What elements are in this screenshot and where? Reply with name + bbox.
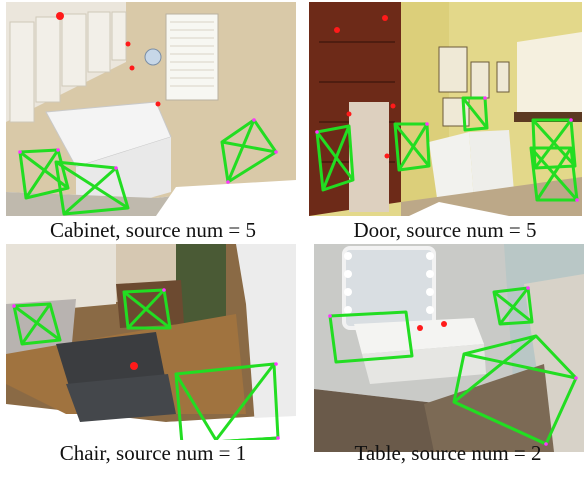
caption-cabinet: Cabinet, source num = 5 <box>49 218 257 242</box>
door-scene <box>309 2 582 216</box>
scene-image-door <box>309 2 582 216</box>
caption-table: Table, source num = 2 <box>354 441 542 465</box>
table-scene <box>314 244 584 452</box>
scene-image-table <box>314 244 584 452</box>
caption-door: Door, source num = 5 <box>353 218 537 242</box>
scene-image-cabinet <box>6 2 296 216</box>
cabinet-scene <box>6 2 296 216</box>
chair-scene <box>6 244 296 440</box>
caption-chair: Chair, source num = 1 <box>59 441 247 465</box>
scene-image-chair <box>6 244 296 440</box>
